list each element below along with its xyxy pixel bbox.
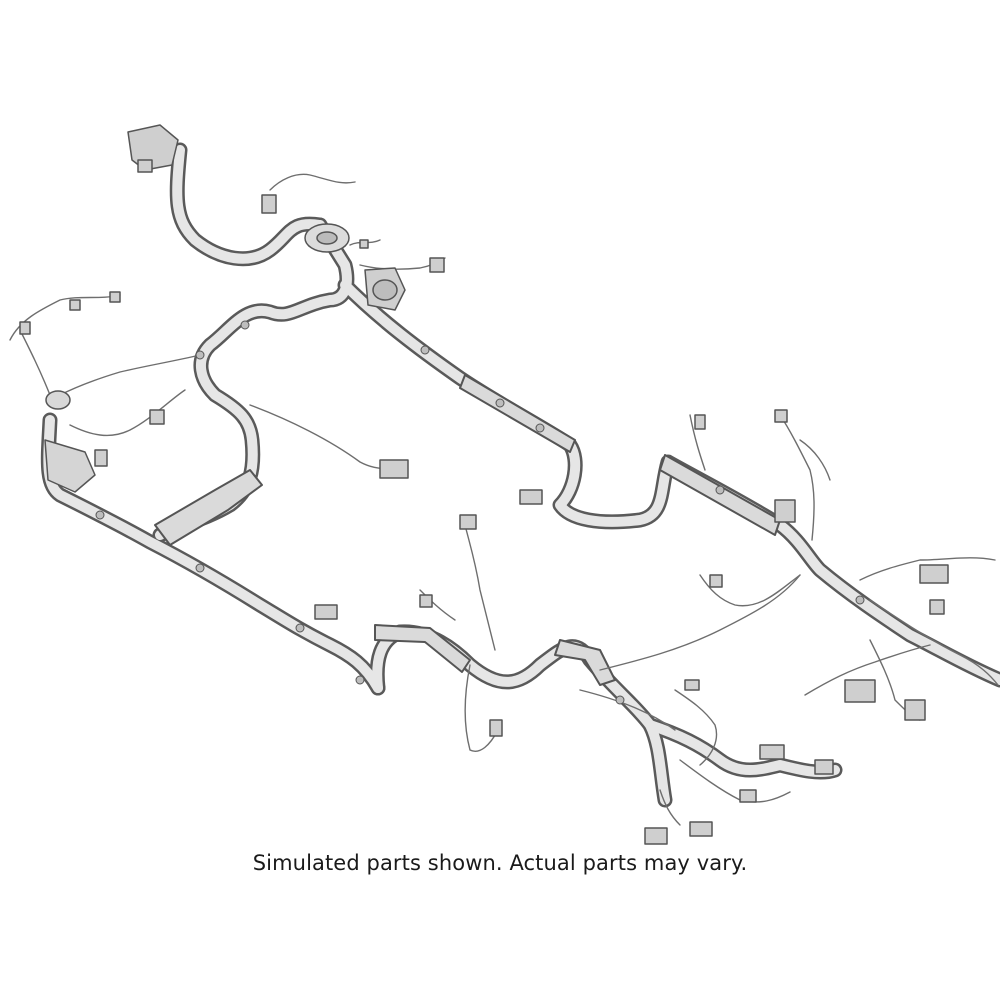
module-connector [127,124,179,171]
connectors [19,124,949,845]
disclaimer-text: Simulated parts shown. Actual parts may … [252,851,748,875]
branch-wires [9,173,999,826]
flat-cover [154,374,781,686]
clips [95,320,865,705]
grommet [45,390,71,410]
